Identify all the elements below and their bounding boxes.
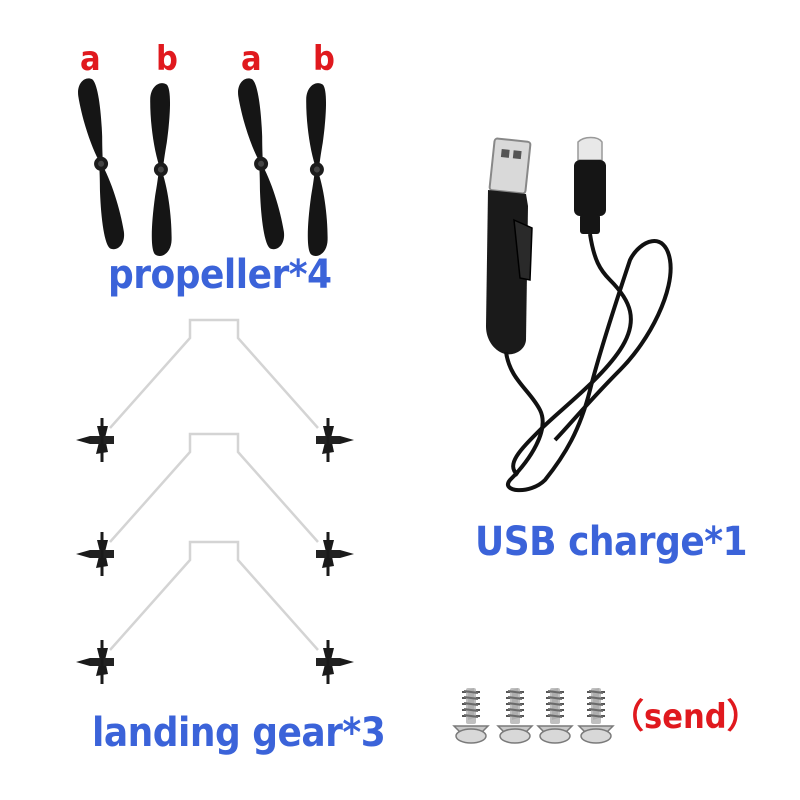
propeller-letter-b-2: b — [313, 39, 335, 79]
propeller-a-2 — [237, 76, 286, 251]
landing-gear-3 — [74, 540, 356, 686]
screw-2 — [497, 687, 533, 744]
landing-gear-image — [74, 318, 356, 686]
propellers-image — [77, 76, 344, 258]
screws-caption: （send） — [610, 697, 761, 737]
screw-4 — [578, 687, 614, 744]
propeller-b-2 — [289, 81, 344, 258]
propeller-caption: propeller*4 — [108, 252, 332, 298]
propeller-a-1 — [77, 76, 126, 251]
landing-gear-2 — [74, 432, 356, 578]
propeller-letter-a-2: a — [241, 39, 262, 79]
screw-3 — [537, 687, 573, 744]
propeller-b-1 — [133, 81, 188, 258]
landing-gear-1 — [74, 318, 356, 464]
screws-image — [453, 687, 614, 744]
landing-gear-caption: landing gear*3 — [92, 710, 386, 756]
usb-cable-image — [486, 136, 673, 493]
screw-1 — [453, 687, 489, 744]
propeller-letter-b-1: b — [156, 39, 178, 79]
usb-caption: USB charge*1 — [475, 519, 748, 565]
propeller-letter-a-1: a — [80, 39, 101, 79]
